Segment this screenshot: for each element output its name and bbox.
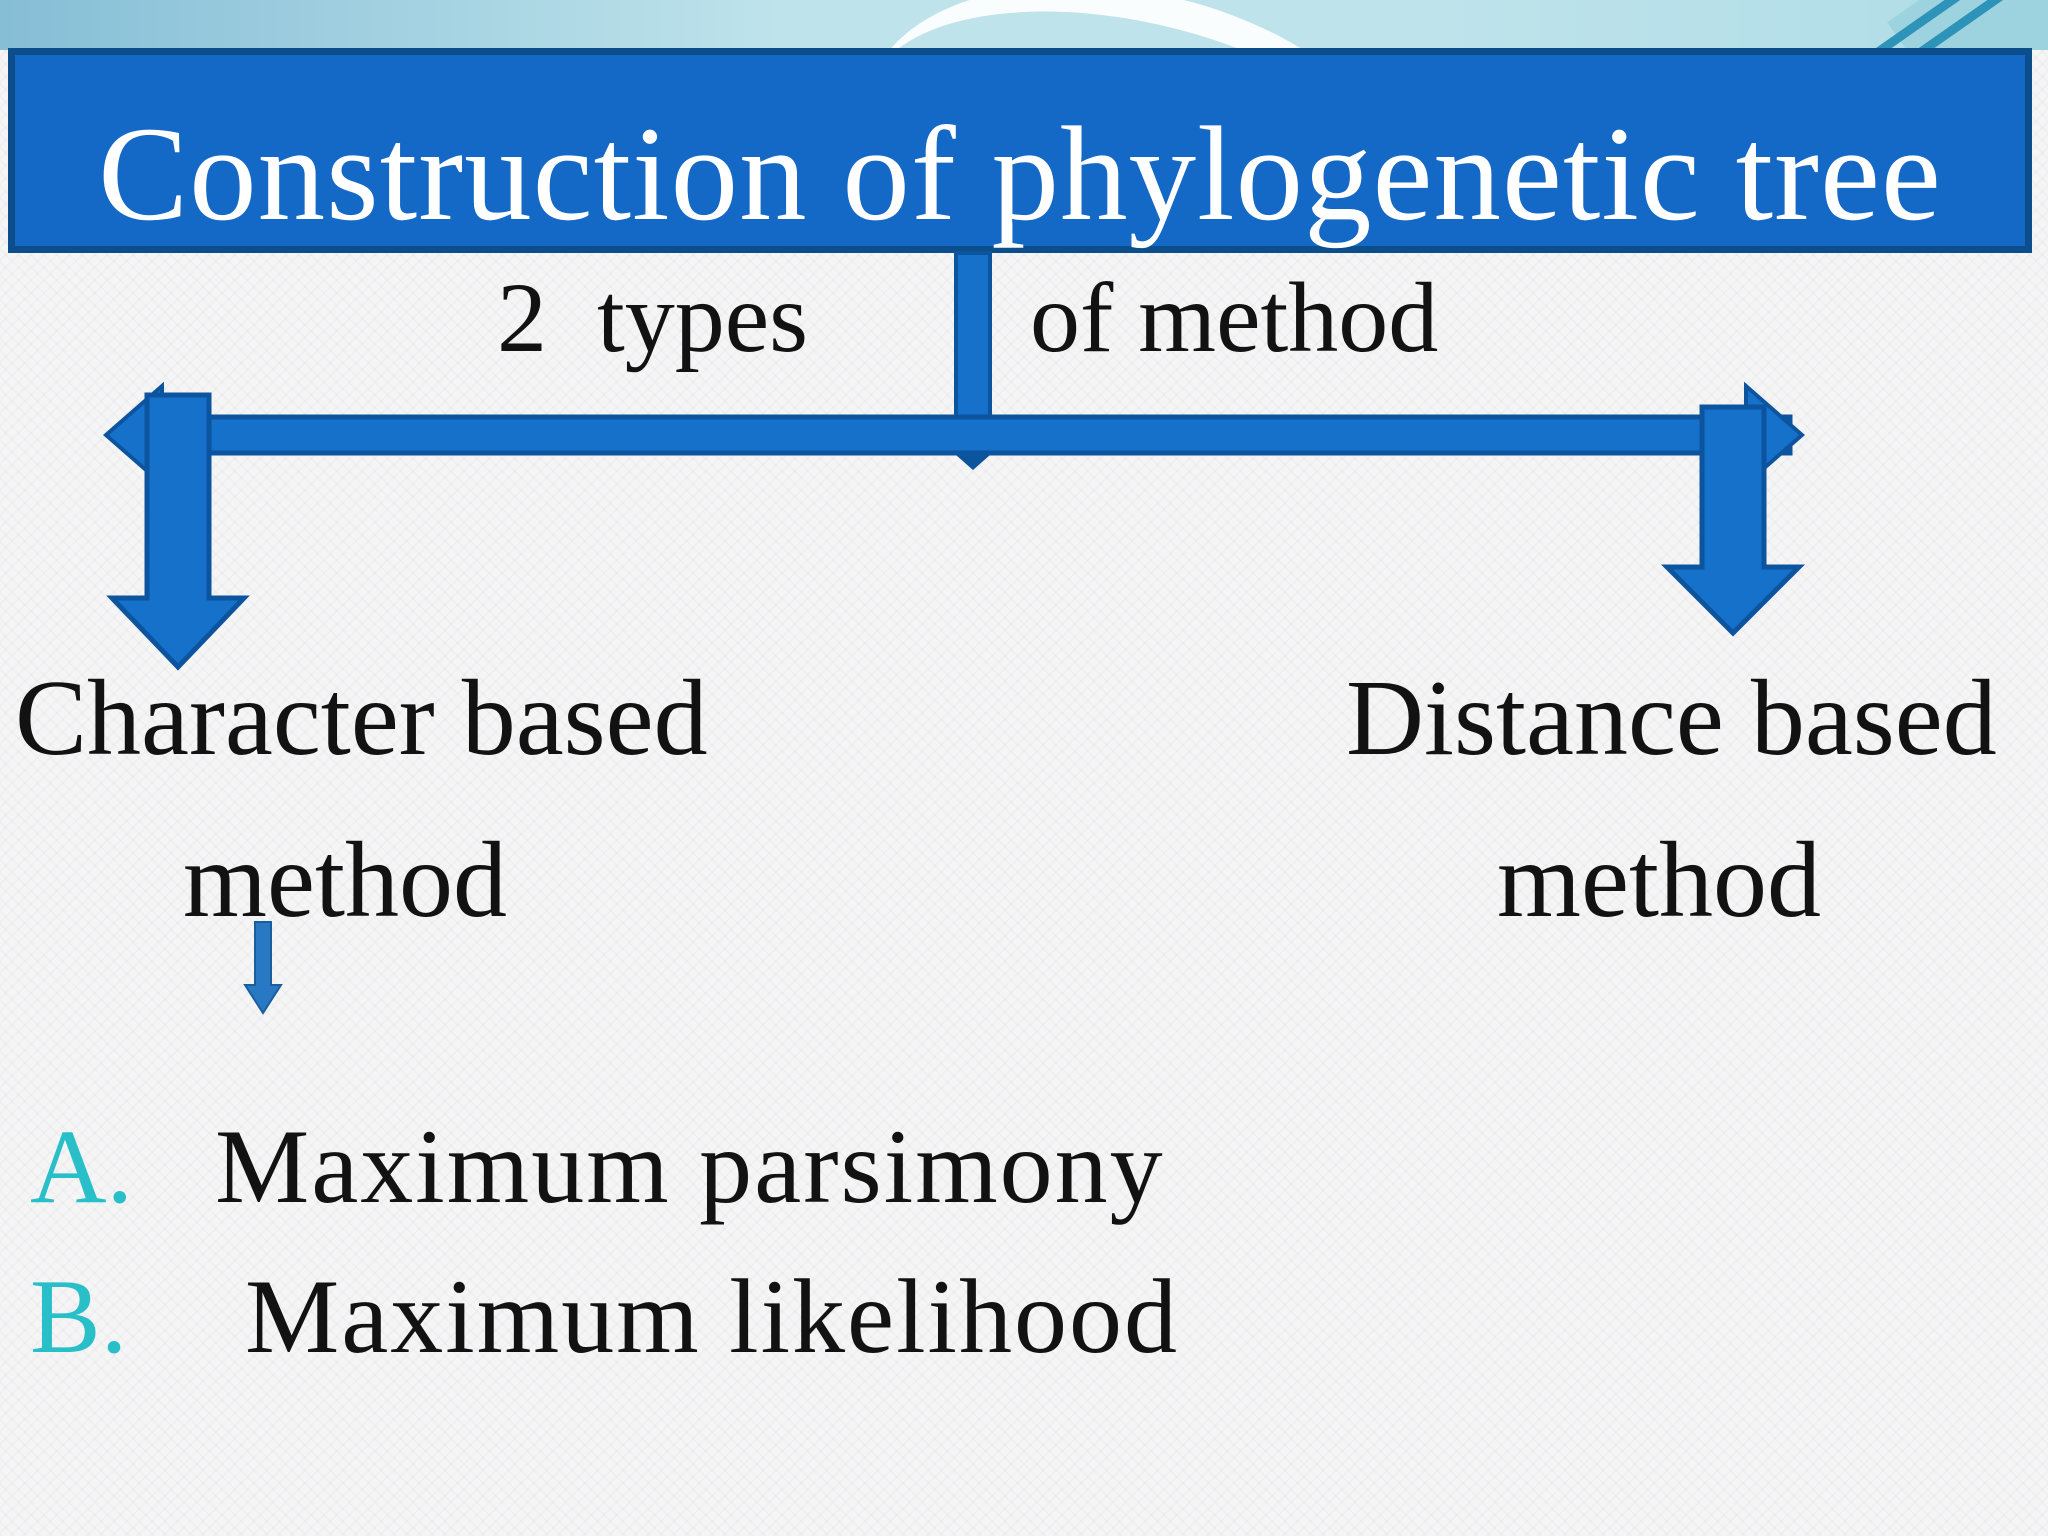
right-branch-label-line1: Distance based (1346, 659, 1997, 778)
right-down-arrow-icon (1660, 404, 1806, 637)
right-branch-label-line2: method (1497, 821, 1821, 940)
list-marker-a: A. (30, 1108, 134, 1225)
left-branch-label-line2: method (183, 821, 507, 940)
left-down-arrow-icon (106, 392, 250, 671)
top-decorative-band (0, 0, 2048, 50)
list-item-text-b: Maximum likelihood (245, 1258, 1179, 1375)
split-label-left: 2 types (497, 262, 809, 373)
list-marker-b: B. (30, 1258, 128, 1375)
left-branch-label-line1: Character based (15, 659, 708, 778)
title-banner: Construction of phylogenetic tree (8, 48, 2032, 253)
slide-title: Construction of phylogenetic tree (98, 100, 1942, 249)
vertical-connector (954, 251, 992, 422)
connector-tip-icon (956, 455, 990, 470)
horizontal-bracket-bar (147, 414, 1793, 456)
list-item-text-a: Maximum parsimony (215, 1108, 1165, 1225)
small-down-arrow-icon (243, 921, 283, 1015)
split-label-right: of method (1030, 262, 1439, 373)
